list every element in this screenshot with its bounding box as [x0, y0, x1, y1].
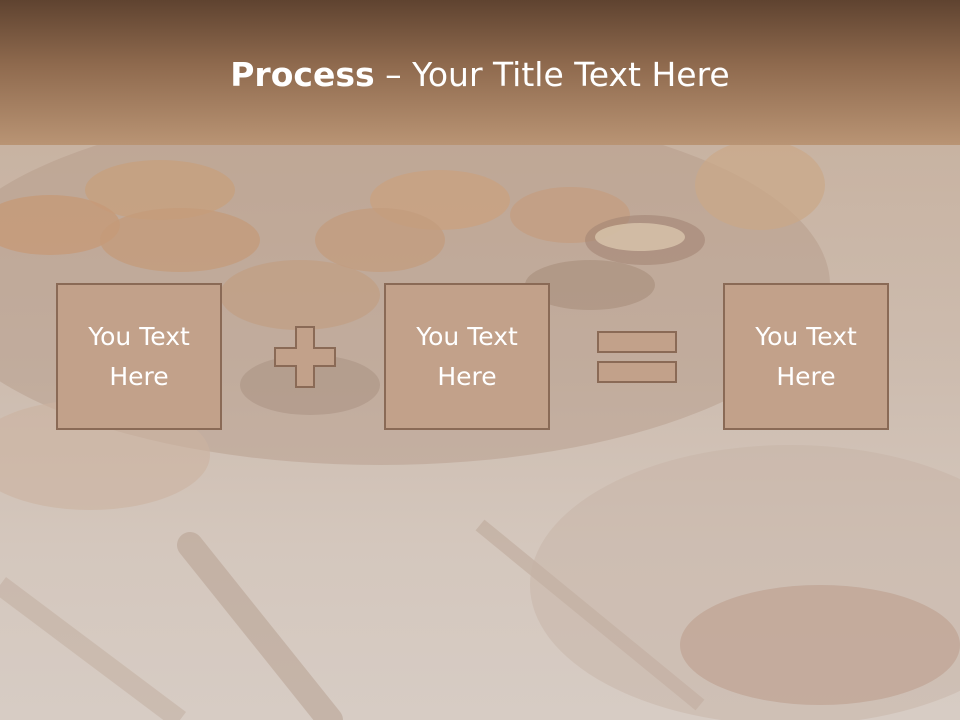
- title-bold: Process: [230, 55, 375, 94]
- text-box-3[interactable]: You Text Here: [723, 283, 889, 430]
- equals-icon: [597, 331, 677, 383]
- slide-title[interactable]: Process – Your Title Text Here: [0, 52, 960, 98]
- background-photo: [0, 145, 960, 720]
- text-box-1[interactable]: You Text Here: [56, 283, 222, 430]
- food-photo-illustration: [0, 145, 960, 720]
- title-bar: [0, 0, 960, 145]
- text-box-2-label: You Text Here: [416, 321, 518, 391]
- title-dash: –: [374, 55, 413, 94]
- title-rest: Your Title Text Here: [412, 55, 730, 94]
- text-box-1-label: You Text Here: [88, 321, 190, 391]
- text-box-2[interactable]: You Text Here: [384, 283, 550, 430]
- text-box-3-label: You Text Here: [755, 321, 857, 391]
- plus-icon: [274, 326, 336, 388]
